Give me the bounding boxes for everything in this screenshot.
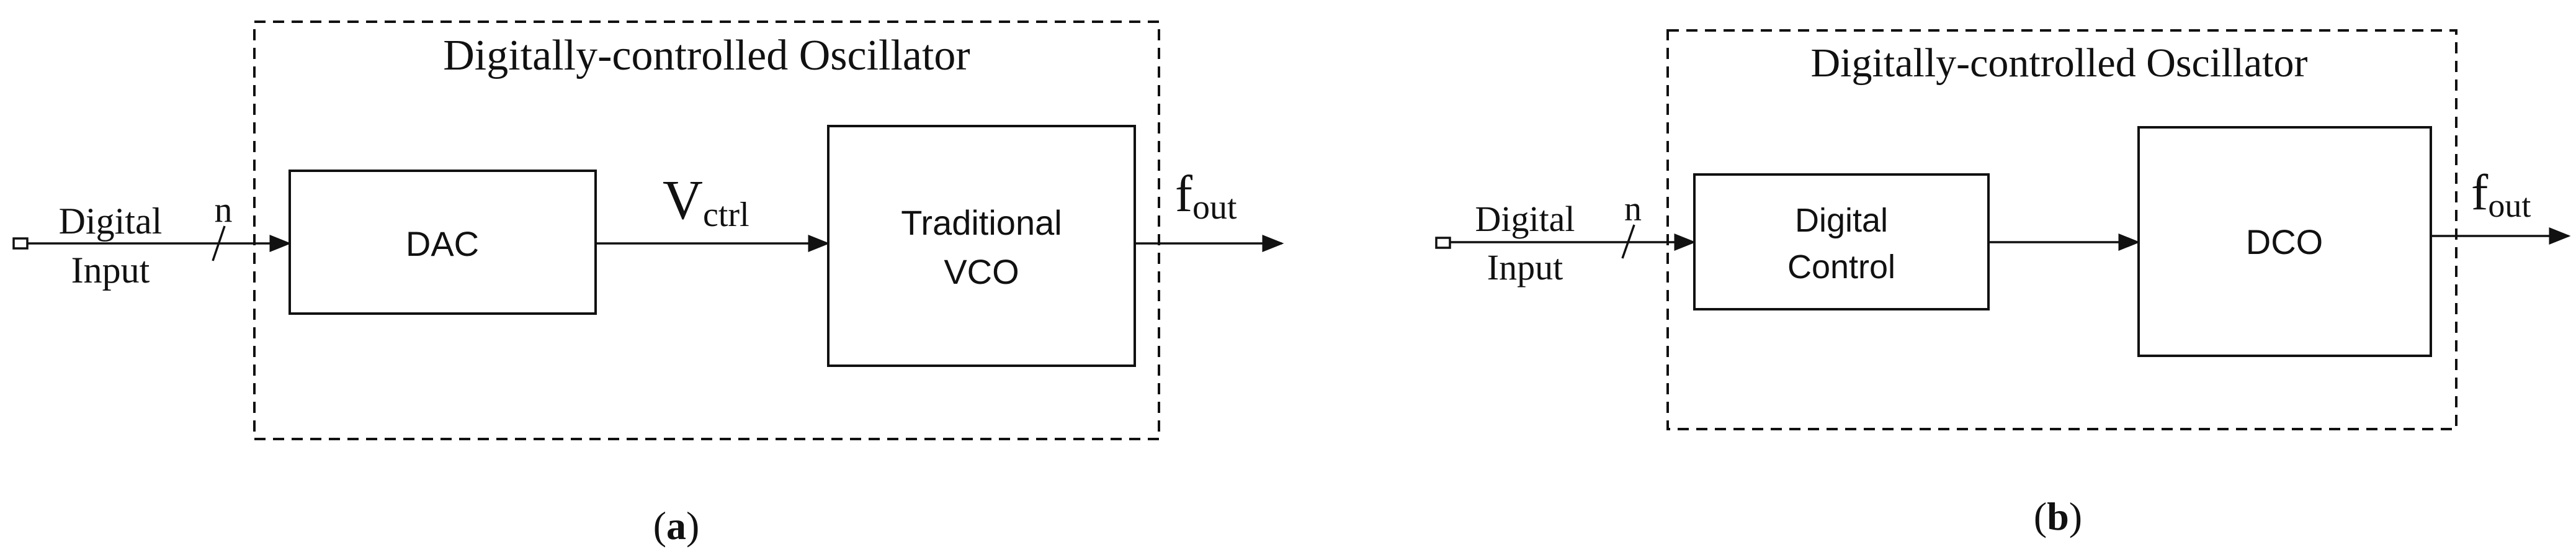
input-label-line2-b: Input [1487, 247, 1563, 288]
vctrl-label: Vctrl [663, 170, 749, 234]
vco-label-line2: VCO [944, 252, 1019, 291]
fout-label-b: fout [2471, 164, 2531, 224]
caption-a: (a) [653, 504, 700, 548]
bus-slash-b [1621, 224, 1635, 259]
control-label-line1: Digital [1795, 202, 1888, 239]
bus-width-label-b: n [1624, 190, 1642, 229]
input-label-line1-a: Digital [59, 201, 163, 242]
oscillator-boundary-a [253, 20, 1160, 440]
dco-label: DCO [2246, 222, 2323, 261]
dac-block [288, 170, 597, 315]
vco-label-line1: Traditional [901, 203, 1062, 242]
panel-a: Digitally-controlled Oscillator Digital … [12, 20, 1284, 548]
input-terminal-a [12, 237, 29, 250]
bus-slash-a [212, 225, 226, 261]
control-label-line2: Control [1787, 248, 1895, 286]
panel-b: Digitally-controlled Oscillator Digital … [1435, 29, 2571, 538]
input-label-line1-b: Digital [1475, 199, 1575, 239]
oscillator-title-a: Digitally-controlled Oscillator [443, 32, 970, 79]
oscillator-boundary-b [1666, 29, 2457, 430]
dco-block [2137, 126, 2432, 357]
caption-b: (b) [2034, 494, 2082, 538]
input-terminal-b [1435, 237, 1451, 249]
fout-label-a: fout [1175, 165, 1237, 227]
bus-width-label-a: n [215, 189, 233, 230]
traditional-vco-block [827, 125, 1136, 367]
digital-control-block [1693, 173, 1990, 310]
oscillator-title-b: Digitally-controlled Oscillator [1811, 40, 2308, 86]
input-label-line2-a: Input [71, 250, 150, 291]
dac-label: DAC [406, 224, 479, 263]
